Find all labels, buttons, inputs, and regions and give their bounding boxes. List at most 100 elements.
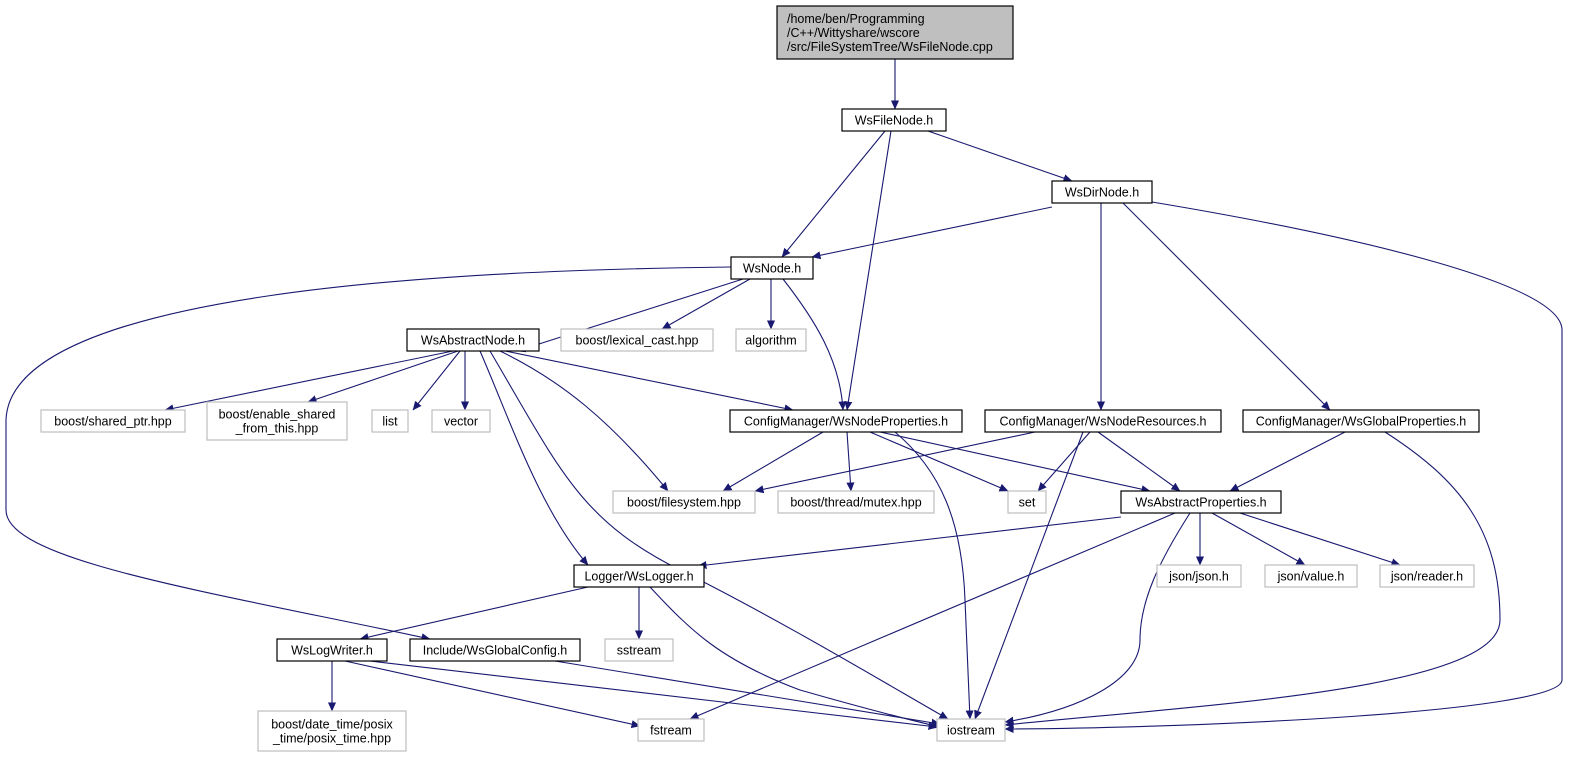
node-vector: vector [431, 409, 491, 433]
edge-wslogger-h-to-wslogwriter-h [359, 586, 589, 642]
edge-wsnodeproperties-h-to-wsabstractproperties-h [879, 431, 1151, 494]
node-box [936, 718, 1006, 742]
node-box [729, 409, 963, 433]
node-box [1379, 564, 1475, 588]
node-wsfilenode-h[interactable]: WsFileNode.h [841, 108, 947, 132]
edge-wsdirnode-h-to-wsglobalproperties-h [1122, 202, 1331, 411]
node-box [1051, 180, 1153, 204]
node-set: set [1007, 490, 1047, 514]
edge-wsnodeproperties-h-to-iostream [894, 431, 974, 720]
edge-wsglobalproperties-h-to-iostream [1004, 431, 1501, 729]
node-box [1264, 564, 1358, 588]
node-box [560, 328, 714, 352]
edge-wsglobalconfig-h-to-iostream [554, 660, 941, 727]
node-box [1156, 564, 1242, 588]
node-wsabstractnode-h[interactable]: WsAbstractNode.h [406, 328, 540, 352]
node-box [841, 108, 947, 132]
node-box [206, 401, 348, 441]
node-label: ConfigManager/WsNodeResources.h [999, 415, 1206, 429]
node-box [431, 409, 491, 433]
node-iostream: iostream [936, 718, 1006, 742]
node-box [573, 564, 705, 588]
node-label: vector [444, 415, 478, 429]
edge-wsdirnode-h-to-iostream [1004, 201, 1563, 734]
node-box [276, 638, 388, 662]
edge-wsnoderesources-h-to-wsabstractproperties-h [1097, 431, 1181, 492]
node-label: json/reader.h [1390, 570, 1463, 584]
edge-wsnode-h-to-wsabstractnode-h [516, 278, 744, 353]
node-wslogger-h[interactable]: Logger/WsLogger.h [573, 564, 705, 588]
node-wsnoderesources-h[interactable]: ConfigManager/WsNodeResources.h [984, 409, 1222, 433]
node-wsglobalconfig-h[interactable]: Include/WsGlobalConfig.h [409, 638, 581, 662]
node-label: sstream [617, 644, 661, 658]
node-wsabstractproperties-h[interactable]: WsAbstractProperties.h [1120, 490, 1282, 514]
node-json-json: json/json.h [1156, 564, 1242, 588]
node-label: Include/WsGlobalConfig.h [423, 644, 568, 658]
node-label: WsNode.h [743, 262, 801, 276]
edge-wsnodeproperties-h-to-mutex [846, 431, 855, 492]
edge-wsglobalproperties-h-to-wsabstractproperties-h [1229, 431, 1346, 492]
node-label: /home/ben/Programming [787, 12, 925, 26]
node-list: list [371, 409, 409, 433]
node-label: algorithm [745, 334, 796, 348]
node-box [406, 328, 540, 352]
node-wsglobalproperties-h[interactable]: ConfigManager/WsGlobalProperties.h [1242, 409, 1480, 433]
node-json-value: json/value.h [1264, 564, 1358, 588]
edge-wsdirnode-h-to-wsnode-h [811, 206, 1053, 260]
node-json-reader: json/reader.h [1379, 564, 1475, 588]
node-box [604, 638, 674, 662]
node-label: json/value.h [1277, 570, 1345, 584]
nodes-layer: /home/ben/Programming/C++/Wittyshare/wsc… [40, 5, 1480, 752]
node-box [257, 710, 407, 752]
node-box [984, 409, 1222, 433]
node-label: list [382, 415, 398, 429]
node-label: /C++/Wittyshare/wscore [787, 26, 920, 40]
node-wsnode-h[interactable]: WsNode.h [730, 256, 814, 280]
edge-wsabstractproperties-h-to-wslogger-h [697, 516, 1122, 570]
edges-layer [5, 59, 1563, 734]
node-box [637, 718, 705, 742]
node-label: WsAbstractNode.h [421, 334, 525, 348]
node-wsdirnode-h[interactable]: WsDirNode.h [1051, 180, 1153, 204]
node-algorithm: algorithm [735, 328, 807, 352]
edge-wslogger-h-to-iostream [649, 586, 941, 730]
node-mutex: boost/thread/mutex.hpp [777, 490, 935, 514]
node-wsnodeproperties-h[interactable]: ConfigManager/WsNodeProperties.h [729, 409, 963, 433]
edge-wsnode-h-to-lexical-cast [661, 278, 751, 330]
node-box [371, 409, 409, 433]
edge-wsabstractproperties-h-to-json-value [1211, 512, 1306, 566]
node-label: _time/posix_time.hpp [272, 732, 391, 746]
edge-wsabstractnode-h-to-shared-ptr [164, 350, 454, 413]
node-box [1120, 490, 1282, 514]
edge-wsnodeproperties-h-to-set [869, 431, 1009, 492]
node-label: /src/FileSystemTree/WsFileNode.cpp [787, 40, 993, 54]
node-label: boost/enable_shared [219, 408, 336, 422]
edge-wsabstractnode-h-to-wsnodeproperties-h [504, 350, 794, 413]
edge-wsnoderesources-h-to-filesystem [754, 431, 1036, 494]
node-label: ConfigManager/WsGlobalProperties.h [1256, 415, 1467, 429]
edge-wsabstractproperties-h-to-fstream [689, 512, 1176, 720]
edge-wsnode-h-to-wsglobalconfig-h [5, 266, 732, 642]
node-label: set [1019, 496, 1036, 510]
node-box [730, 256, 814, 280]
node-box [776, 5, 1014, 60]
node-label: iostream [947, 724, 995, 738]
node-box [612, 490, 756, 514]
edge-wsabstractnode-h-to-enable-shared [307, 350, 459, 404]
edge-wsabstractproperties-h-to-json-reader [1239, 512, 1401, 567]
edge-wsnodeproperties-h-to-filesystem [722, 431, 824, 492]
node-box [1242, 409, 1480, 433]
node-label: boost/thread/mutex.hpp [790, 496, 921, 510]
node-label: boost/lexical_cast.hpp [576, 334, 699, 348]
node-wslogwriter-h[interactable]: WsLogWriter.h [276, 638, 388, 662]
node-label: json/json.h [1168, 570, 1229, 584]
node-label: boost/date_time/posix [271, 718, 393, 732]
edge-wsnode-h-to-wsnodeproperties-h [782, 278, 847, 411]
node-label: WsFileNode.h [855, 114, 934, 128]
edge-wsabstractnode-h-to-wslogger-h [479, 350, 589, 566]
node-root[interactable]: /home/ben/Programming/C++/Wittyshare/wsc… [776, 5, 1014, 60]
edge-wsabstractnode-h-to-list [412, 350, 461, 411]
node-box [735, 328, 807, 352]
edge-wsabstractnode-h-to-filesystem [499, 350, 669, 492]
